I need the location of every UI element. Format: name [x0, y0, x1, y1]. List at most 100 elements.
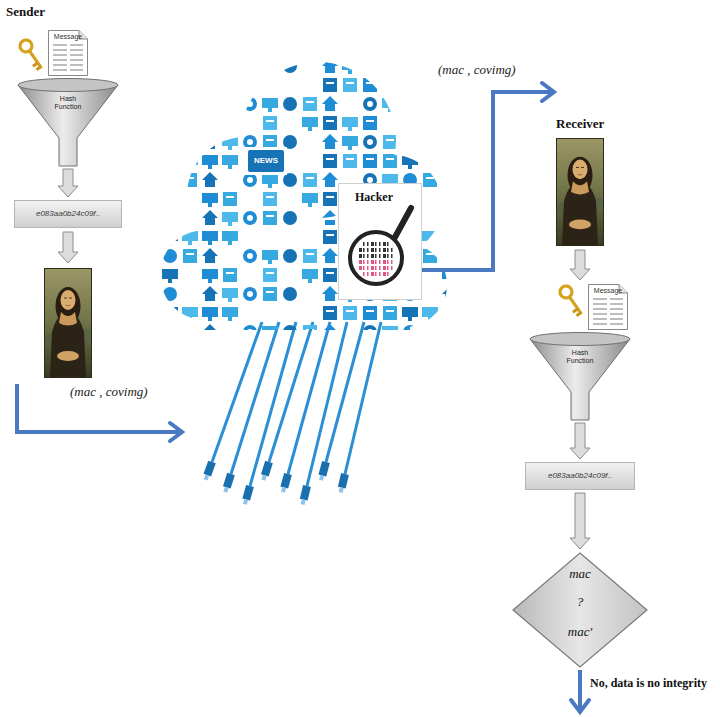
message-document-outline-part	[593, 298, 607, 299]
hash-value: e083aa0b24c09f..	[36, 209, 100, 219]
web-icon	[383, 78, 397, 92]
web-icon	[283, 59, 297, 73]
web-icon	[263, 59, 277, 73]
decision-diamond-outline-part	[513, 553, 647, 667]
web-icon	[243, 211, 257, 225]
hash-function-funnel-outline-part	[18, 79, 118, 92]
web-icon	[163, 211, 177, 225]
web-icon	[322, 96, 338, 111]
hacker-panel-outline-part	[371, 248, 374, 252]
result-arrow-part	[578, 670, 582, 711]
message-document: Message	[588, 284, 628, 330]
hacker-panel-outline-part	[363, 242, 365, 246]
hash-function-funnel-outline	[529, 332, 631, 420]
key-icon	[558, 284, 587, 318]
web-icon	[262, 174, 278, 188]
funnel-label: Hash Function	[558, 349, 602, 365]
hacker-panel-outline-part	[367, 266, 369, 270]
web-icon	[323, 306, 337, 320]
hacker-panel-outline-part	[383, 266, 386, 270]
web-icon	[262, 98, 278, 112]
network-cables-part	[345, 322, 381, 474]
hacker-panel-outline-part	[375, 248, 377, 252]
web-icon	[363, 154, 377, 168]
message-document-outline-part	[593, 303, 607, 304]
hash-function-funnel-outline-part	[18, 85, 118, 166]
hacker-panel-outline-part	[383, 248, 386, 252]
network-cables-part	[322, 462, 326, 476]
web-icon	[402, 155, 418, 169]
hacker-panel-outline-part	[371, 260, 374, 264]
message-document-outline-part	[53, 59, 67, 60]
web-icon	[263, 211, 277, 225]
verdict-text: No, data is no integrity	[590, 676, 707, 690]
hacker-panel-outline-part	[391, 266, 393, 270]
web-icon	[422, 79, 438, 93]
web-icon	[202, 117, 218, 131]
hacker-panel-outline-part	[394, 208, 411, 239]
hacker-panel-outline-part	[363, 254, 365, 258]
web-icon	[182, 307, 198, 321]
network-cloud	[162, 58, 458, 504]
compare-text: mac	[569, 566, 591, 582]
web-icon	[442, 324, 458, 339]
hacker-panel-outline-part	[350, 232, 402, 284]
message-document-outline-part	[610, 313, 623, 314]
network-cables-part	[283, 487, 284, 492]
hacker-panel-outline-part	[367, 242, 369, 246]
web-icon	[323, 268, 337, 282]
web-icon	[402, 117, 418, 131]
web-icon	[202, 155, 218, 169]
web-icon	[403, 325, 417, 339]
web-icon	[322, 210, 338, 225]
web-icon	[162, 155, 178, 169]
web-icon	[322, 172, 338, 187]
web-icon	[442, 172, 458, 187]
web-icon	[182, 155, 198, 169]
web-icon	[162, 307, 178, 321]
hacker-panel-outline-part	[367, 254, 369, 258]
web-icon	[302, 269, 318, 283]
network-cables-part	[246, 486, 250, 499]
mona-lisa-image-part	[61, 290, 76, 310]
web-icon	[223, 192, 237, 206]
web-icon	[183, 249, 197, 263]
hacker-panel-outline-part	[383, 272, 386, 276]
web-icon	[263, 116, 277, 130]
hacker-title: Hacker	[355, 190, 393, 204]
web-icon	[442, 134, 458, 149]
web-icon	[423, 173, 437, 187]
web-icon	[223, 116, 237, 130]
message-document-outline-part	[53, 64, 67, 65]
network-cables-part	[304, 486, 307, 500]
web-icon	[442, 248, 458, 263]
hacker-panel-outline-part	[387, 248, 389, 252]
network-cables-part	[207, 462, 212, 475]
hacker-panel-outline-part	[363, 260, 365, 264]
transmit-arrow-part	[542, 83, 554, 101]
web-icon	[222, 231, 238, 245]
web-icon	[243, 135, 257, 149]
message-document: Message	[48, 30, 88, 76]
mona-lisa-image-part	[571, 181, 589, 194]
hacker-panel-outline-part	[383, 254, 386, 258]
mona-lisa-image-part	[557, 138, 604, 245]
message-tuple: (mac , covimg)	[70, 384, 148, 400]
network-cables-part	[206, 475, 208, 480]
message-document-outline-part	[593, 323, 607, 324]
network-cables-part	[225, 487, 227, 492]
hacker-panel-outline-part	[383, 260, 386, 264]
document-title: Message	[594, 287, 622, 295]
key-icon-part	[569, 297, 581, 314]
message-document-outline-part	[70, 44, 83, 45]
network-cables-part	[326, 322, 364, 462]
message-document-outline-part	[53, 69, 67, 70]
hacker-panel-outline-part	[379, 260, 381, 264]
network-cables-part	[288, 322, 330, 474]
message-document-outline-part	[70, 64, 83, 65]
web-icon	[202, 193, 218, 207]
hash-digest-box: e083aa0b24c09f..	[525, 462, 635, 490]
message-document-outline-part	[610, 318, 623, 319]
